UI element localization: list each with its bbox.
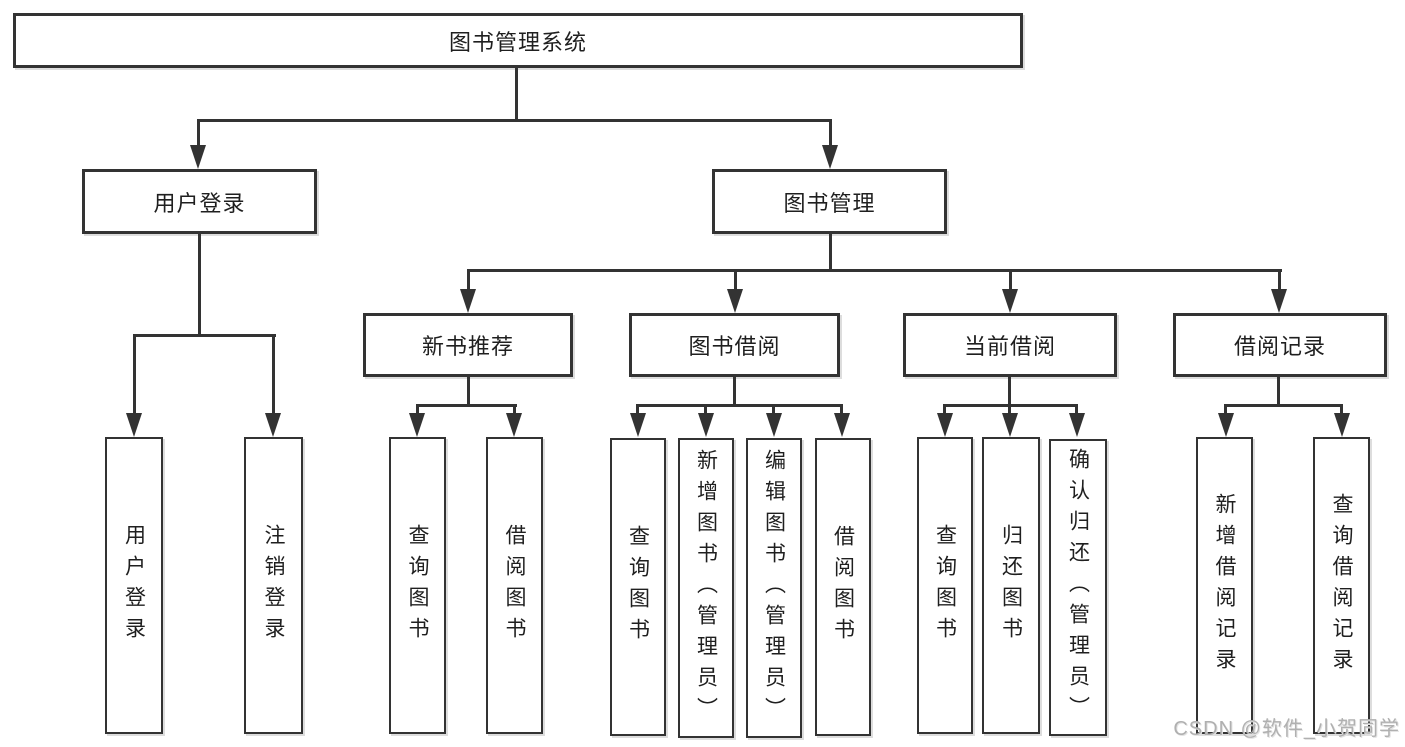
node-label: 查询图书 [933, 523, 957, 648]
connector-line [1278, 269, 1281, 291]
arrowhead-down [506, 413, 522, 437]
arrowhead-down [630, 413, 646, 437]
connector-line [943, 404, 946, 415]
connector-line [636, 404, 639, 415]
connector-line [637, 404, 843, 407]
node-label: 图书管理系统 [448, 29, 587, 55]
node-user-login: 用户登录 [82, 169, 317, 234]
node-label: 归还图书 [999, 523, 1023, 648]
leaf-edit-books-admin: 编辑图书（管理员） [746, 438, 802, 738]
leaf-query-borrowing-record: 查询借阅记录 [1313, 437, 1370, 734]
node-label: 借阅图书 [831, 525, 855, 649]
leaf-add-borrowing-record: 新增借阅记录 [1196, 437, 1253, 734]
node-borrowing-records: 借阅记录 [1173, 313, 1387, 377]
connector-line [198, 234, 201, 336]
leaf-query-books-recommend: 查询图书 [389, 437, 446, 734]
connector-line [829, 234, 832, 271]
node-current-borrowing: 当前借阅 [903, 313, 1117, 377]
connector-line [416, 404, 419, 415]
node-label: 用户登录 [122, 523, 146, 648]
arrowhead-down [126, 413, 142, 437]
node-label: 查询图书 [626, 525, 650, 649]
node-label: 借阅图书 [503, 523, 526, 648]
node-label: 新增图书（管理员） [694, 448, 718, 728]
watermark: CSDN @软件_小贺同学 [1173, 718, 1400, 740]
connector-line [197, 119, 832, 122]
leaf-user-login: 用户登录 [105, 437, 163, 734]
arrowhead-down [766, 413, 782, 437]
arrowhead-down [460, 289, 476, 313]
connector-line [772, 404, 775, 415]
connector-line [272, 334, 275, 414]
connector-line [467, 269, 470, 291]
connector-line [133, 334, 276, 337]
leaf-borrow-books-recommend: 借阅图书 [486, 437, 543, 734]
node-label: 查询图书 [406, 523, 429, 648]
leaf-confirm-return-admin: 确认归还（管理员） [1049, 439, 1107, 736]
connector-line [1277, 377, 1280, 406]
arrowhead-down [1218, 413, 1234, 437]
connector-line [829, 119, 832, 147]
connector-line [416, 404, 517, 407]
connector-line [515, 67, 518, 121]
arrowhead-down [1002, 289, 1018, 313]
connector-line [1009, 269, 1012, 291]
connector-line [513, 404, 516, 415]
connector-line [197, 119, 200, 147]
leaf-add-books-admin: 新增图书（管理员） [678, 438, 734, 738]
arrowhead-down [265, 413, 281, 437]
connector-line [1008, 377, 1011, 406]
leaf-return-books: 归还图书 [982, 437, 1040, 734]
connector-line [133, 334, 136, 414]
arrowhead-down [1271, 289, 1287, 313]
connector-line [1340, 404, 1343, 415]
node-label: 借阅记录 [1233, 334, 1326, 359]
node-library-management-system: 图书管理系统 [13, 13, 1023, 68]
node-label: 新增借阅记录 [1213, 492, 1236, 679]
connector-line [1008, 404, 1011, 415]
node-label: 用户登录 [153, 190, 246, 216]
leaf-query-books-borrowing: 查询图书 [610, 438, 666, 736]
node-label: 当前借阅 [963, 334, 1056, 359]
node-label: 查询借阅记录 [1330, 492, 1353, 679]
arrowhead-down [698, 413, 714, 437]
node-label: 注销登录 [262, 523, 285, 648]
node-label: 编辑图书（管理员） [762, 448, 786, 728]
connector-line [1224, 404, 1227, 415]
node-new-book-recommend: 新书推荐 [363, 313, 573, 377]
connector-line [944, 404, 1078, 407]
arrowhead-down [822, 145, 838, 169]
leaf-query-books-current: 查询图书 [917, 437, 973, 734]
connector-line [733, 377, 736, 406]
arrowhead-down [937, 413, 953, 437]
connector-line [467, 269, 1282, 272]
node-label: 新书推荐 [421, 334, 514, 359]
node-book-management: 图书管理 [712, 169, 947, 234]
arrowhead-down [409, 413, 425, 437]
node-label: 图书管理 [783, 190, 876, 216]
connector-line [467, 377, 470, 406]
arrowhead-down [727, 289, 743, 313]
node-label: 图书借阅 [688, 334, 781, 359]
arrowhead-down [834, 413, 850, 437]
arrowhead-down [190, 145, 206, 169]
connector-line [1075, 404, 1078, 415]
node-book-borrowing: 图书借阅 [629, 313, 840, 377]
arrowhead-down [1002, 413, 1018, 437]
leaf-borrow-books-borrowing: 借阅图书 [815, 438, 871, 736]
connector-line [840, 404, 843, 415]
connector-line [704, 404, 707, 415]
node-label: 确认归还（管理员） [1066, 448, 1090, 727]
arrowhead-down [1069, 413, 1085, 437]
leaf-logout: 注销登录 [244, 437, 303, 734]
connector-line [734, 269, 737, 291]
connector-line [1225, 404, 1343, 407]
arrowhead-down [1334, 413, 1350, 437]
